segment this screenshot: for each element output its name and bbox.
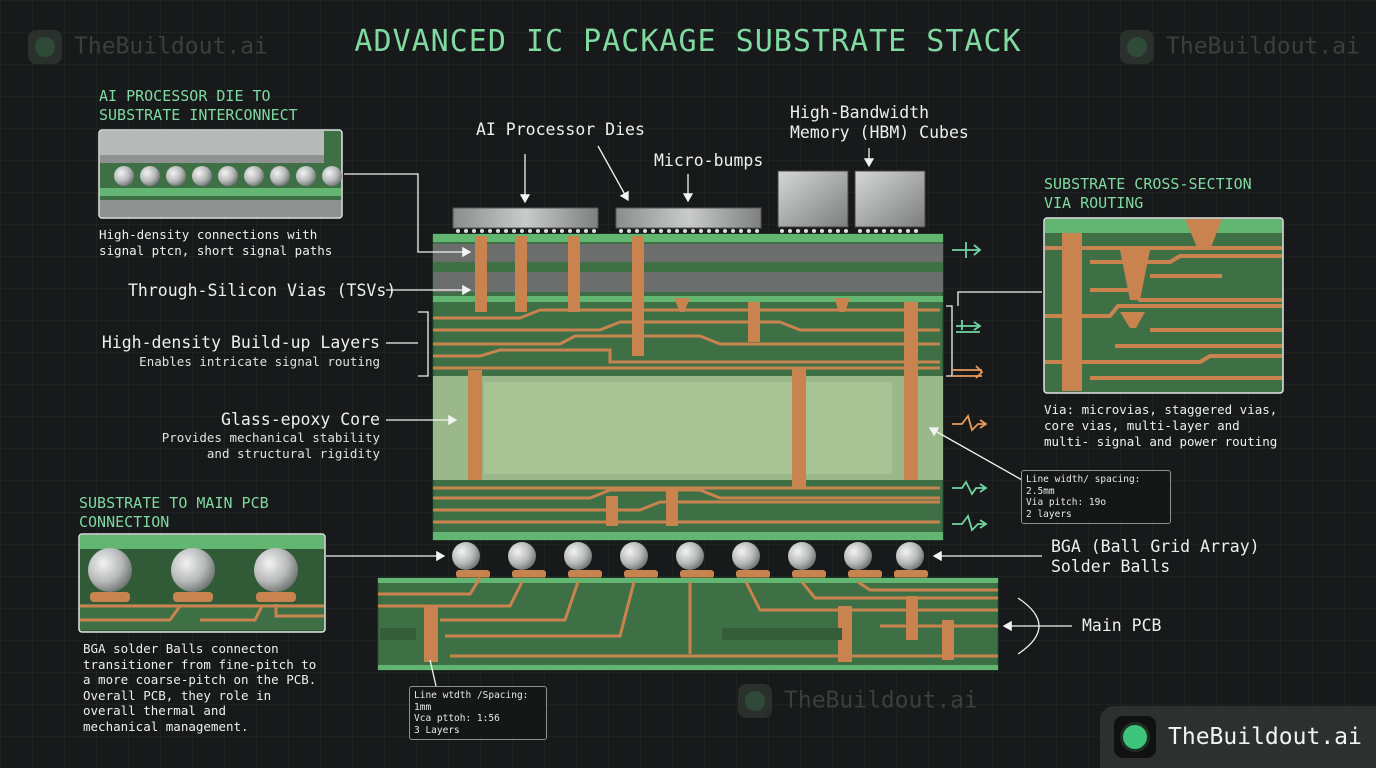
label-main-pcb: Main PCB <box>1082 616 1162 635</box>
brand-logo-icon <box>1114 716 1156 758</box>
micro-bumps <box>456 229 918 233</box>
label-buildup: High-density Build-up Layers <box>101 333 380 352</box>
top-green-layer <box>433 234 943 242</box>
interposer-band <box>433 244 943 262</box>
signal-icons <box>952 242 988 532</box>
pcb-spec-box: Line wtdth /Spacing: 1mm Vca pttoh: 1:56… <box>409 686 547 740</box>
ai-processor-dies <box>452 207 762 229</box>
cross-section-heading: SUBSTRATE CROSS-SECTION VIA ROUTING <box>1044 175 1252 212</box>
interposer-band <box>433 272 943 292</box>
label-hbm: High-Bandwidth Memory (HBM) Cubes <box>790 103 969 142</box>
die-interconnect-heading: AI PROCESSOR DIE TO SUBSTRATE INTERCONNE… <box>99 87 298 124</box>
inset-die-interconnect <box>98 129 343 219</box>
vias <box>468 236 918 526</box>
signal-arrow-icon <box>952 242 982 258</box>
bottom-buildup-traces <box>433 486 940 524</box>
brand-badge[interactable]: TheBuildout.ai <box>1100 706 1376 768</box>
label-core: Glass-epoxy Core <box>221 410 380 429</box>
substrate-spec-box: Line width/ spacing: 2.5mm Via pitch: 19… <box>1021 470 1171 524</box>
label-core-sub: Provides mechanical stability and struct… <box>161 430 380 461</box>
inset-pcb-connection <box>78 533 326 633</box>
die-interconnect-desc: High-density connections with signal ptc… <box>99 227 333 258</box>
watermark-top-left: TheBuildout.ai <box>28 30 268 64</box>
watermark-top-right: TheBuildout.ai <box>1120 30 1360 64</box>
pcb-connection-heading: SUBSTRATE TO MAIN PCB CONNECTION <box>79 494 269 531</box>
watermark-logo-icon <box>738 684 772 718</box>
main-pcb <box>377 577 999 671</box>
brand-name: TheBuildout.ai <box>1168 724 1362 750</box>
label-bga: BGA (Ball Grid Array) Solder Balls <box>1051 537 1260 576</box>
lightning-arrow-icon <box>952 514 988 532</box>
page-title: ADVANCED IC PACKAGE SUBSTRATE STACK <box>354 24 1022 59</box>
label-tsv: Through-Silicon Vias (TSVs) <box>128 281 397 300</box>
label-ai-dies: AI Processor Dies <box>476 120 645 139</box>
cross-section-desc: Via: microvias, staggered vias, core via… <box>1044 402 1278 449</box>
watermark-logo-icon <box>1120 30 1154 64</box>
bga-solder-balls <box>452 542 928 578</box>
watermark-logo-icon <box>28 30 62 64</box>
hbm-cubes <box>777 170 926 228</box>
substrate-stack <box>432 233 944 541</box>
leader-lines <box>326 145 1072 687</box>
pcb-connection-desc: BGA solder Balls connecton transitioner … <box>83 641 317 734</box>
double-arrow-icon <box>952 365 984 379</box>
inset-cross-section <box>1043 217 1284 394</box>
split-arrow-icon <box>956 320 982 333</box>
watermark-bottom: TheBuildout.ai <box>738 684 978 718</box>
wave-arrow-icon <box>952 480 988 496</box>
lightning-arrow-icon <box>952 414 988 432</box>
label-buildup-sub: Enables intricate signal routing <box>139 354 380 369</box>
label-micro-bumps: Micro-bumps <box>654 151 764 170</box>
